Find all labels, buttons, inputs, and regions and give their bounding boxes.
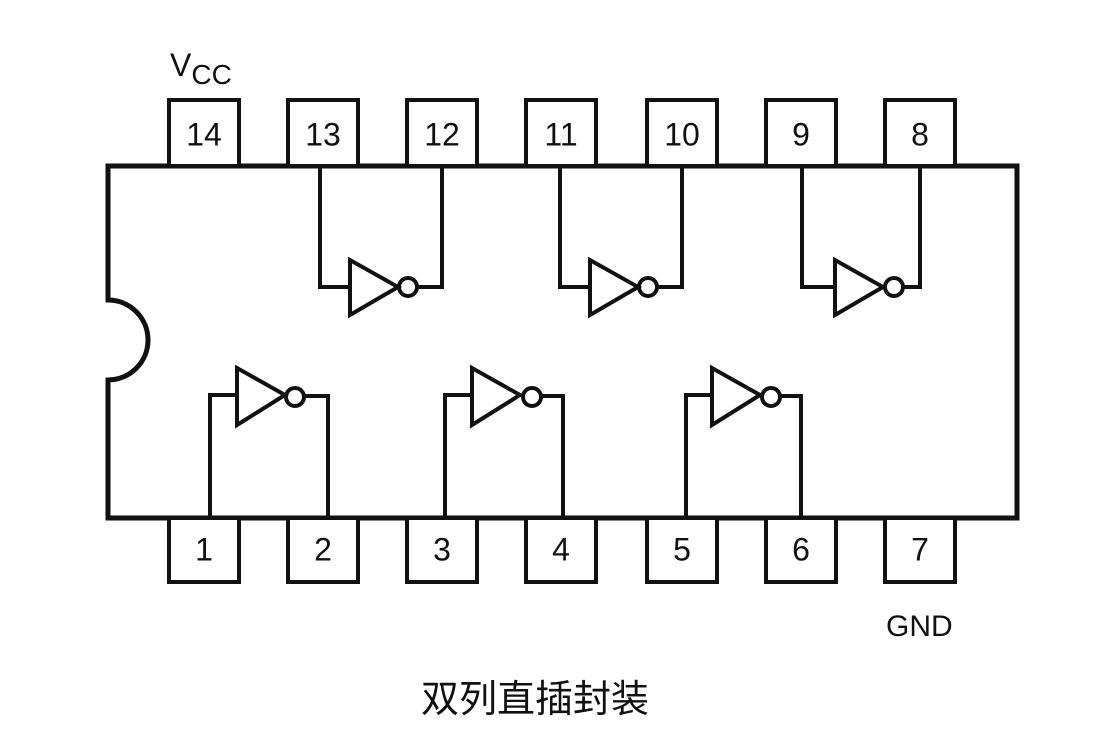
wire-pin5-to-inverter	[684, 393, 712, 518]
wire-pin9-to-inverter	[800, 166, 835, 289]
pin-1: 1	[167, 516, 241, 584]
wire-pin1-to-inverter	[208, 393, 237, 518]
pin-4: 4	[524, 516, 598, 584]
inverter-bottom-3	[684, 364, 803, 518]
pin-2: 2	[286, 516, 360, 584]
pin-2-label: 2	[314, 531, 332, 567]
pin-10: 10	[645, 98, 719, 168]
pin-9: 9	[764, 98, 838, 168]
pin-14: 14	[167, 98, 241, 168]
pin-12: 12	[405, 98, 479, 168]
inverter-bubble-icon	[760, 386, 782, 408]
pin-11-label: 11	[544, 116, 577, 152]
pin-9-label: 9	[792, 116, 810, 152]
pin-6: 6	[764, 516, 838, 584]
wire-inverter-to-pin6	[780, 394, 803, 518]
pin-13-label: 13	[305, 116, 341, 152]
pin-10-label: 10	[664, 116, 700, 152]
inverter-triangle-icon	[833, 256, 888, 319]
pin-3-label: 3	[433, 531, 451, 567]
pin-8: 8	[883, 98, 957, 168]
wire-inverter-to-pin2	[304, 394, 330, 518]
wire-pin3-to-inverter	[443, 393, 472, 518]
pin-3: 3	[405, 516, 479, 584]
inverter-triangle-icon	[710, 364, 764, 429]
pin-8-label: 8	[911, 116, 929, 152]
pin-13: 13	[286, 98, 360, 168]
vcc-label: VCC	[170, 47, 232, 90]
vcc-label-subscript: CC	[191, 59, 231, 90]
wire-inverter-to-pin12	[417, 166, 444, 289]
pin-4-label: 4	[552, 531, 570, 567]
pin-7: 7	[883, 516, 957, 584]
top-pin-row: 14 13 12 11 10 9 8	[167, 98, 957, 168]
inverter-bubble-icon	[284, 386, 306, 408]
inverter-triangle-icon	[235, 364, 289, 429]
package-caption: 双列直插封装	[421, 677, 649, 721]
wire-pin13-to-inverter	[318, 166, 350, 289]
inverter-triangle-icon	[470, 364, 524, 429]
pin-5: 5	[645, 516, 719, 584]
pin-6-label: 6	[792, 531, 810, 567]
pin-1-label: 1	[195, 531, 213, 567]
pin-12-label: 12	[424, 116, 460, 152]
wire-inverter-to-pin4	[541, 394, 565, 518]
inverter-top-1	[318, 166, 444, 319]
inverter-bottom-2	[443, 364, 565, 518]
inverter-triangle-icon	[588, 256, 643, 319]
inverter-bubble-icon	[883, 276, 905, 298]
wire-pin11-to-inverter	[558, 166, 590, 289]
inverter-bottom-1	[208, 364, 330, 518]
wire-inverter-to-pin10	[657, 166, 684, 289]
pin-5-label: 5	[673, 531, 691, 567]
inverter-top-2	[558, 166, 684, 319]
inverter-triangle-icon	[348, 256, 403, 319]
pin-14-label: 14	[186, 116, 222, 152]
inverter-top-3	[800, 166, 922, 319]
pin-11: 11	[524, 98, 598, 168]
wire-inverter-to-pin8	[903, 166, 922, 289]
gnd-label: GND	[886, 610, 953, 643]
ic-package-body	[105, 163, 1020, 521]
vcc-label-main: V	[170, 47, 192, 83]
bottom-pin-row: 1 2 3 4 5 6 7	[167, 516, 957, 584]
pin-7-label: 7	[911, 531, 929, 567]
inverter-bubble-icon	[521, 386, 543, 408]
